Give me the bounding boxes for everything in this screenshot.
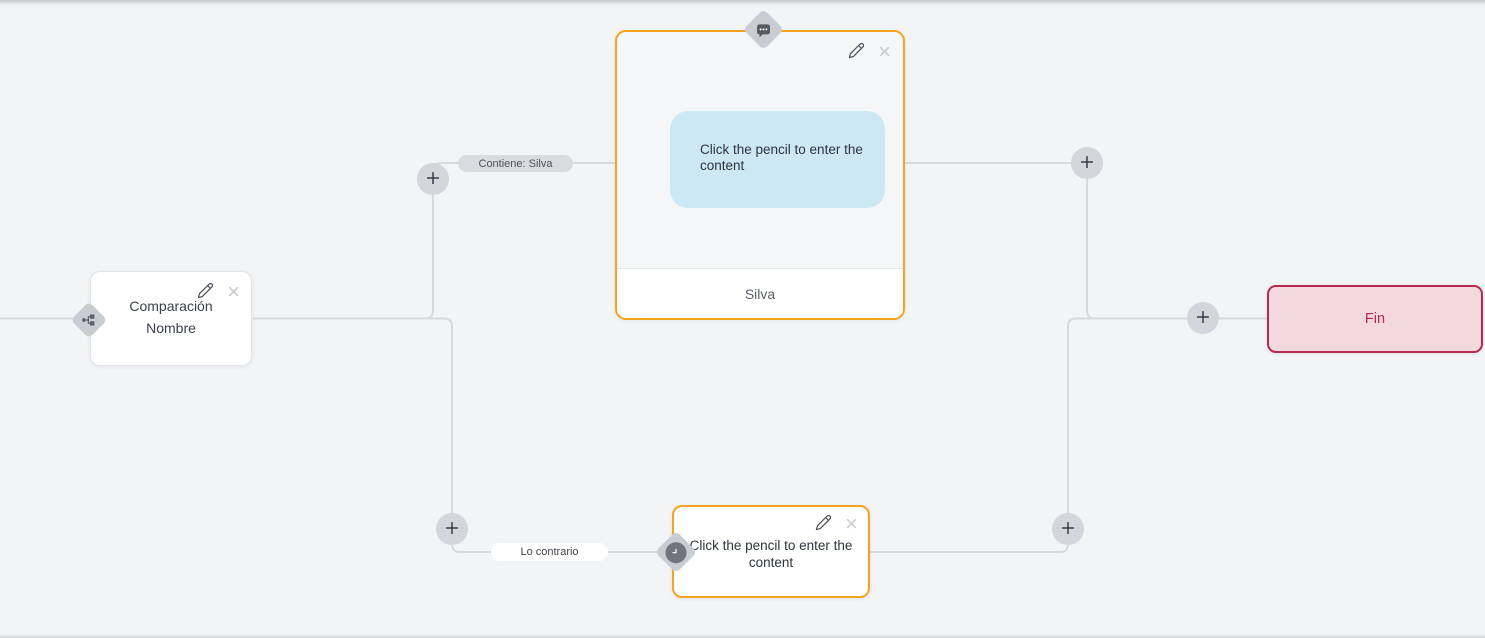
chat-bubble-icon bbox=[755, 21, 773, 39]
end-node[interactable]: Fin bbox=[1267, 285, 1483, 353]
close-icon: × bbox=[227, 279, 240, 304]
pencil-icon bbox=[815, 514, 832, 534]
edge-label-contiene-silva: Contiene: Silva bbox=[458, 155, 573, 172]
condition-type-badge bbox=[70, 301, 108, 339]
message-node-name: Silva bbox=[744, 285, 776, 302]
message-preview-bubble: Click the pencil to enter the content bbox=[670, 111, 885, 208]
condition-title-line2: Nombre bbox=[146, 320, 196, 336]
message-node-footer: Silva bbox=[617, 268, 903, 318]
add-node-button-after-wait[interactable] bbox=[1052, 513, 1084, 545]
edge-wait-out bbox=[869, 317, 1268, 553]
edge-label-lo-contrario: Lo contrario bbox=[491, 543, 608, 561]
clock-icon bbox=[665, 541, 687, 563]
add-node-button-after-message[interactable] bbox=[1071, 147, 1103, 179]
add-node-button-false-branch[interactable] bbox=[436, 513, 468, 545]
delete-message-button[interactable]: × bbox=[878, 39, 891, 64]
end-node-label: Fin bbox=[1364, 311, 1386, 327]
edge-condition-false bbox=[253, 317, 660, 553]
pencil-icon bbox=[197, 282, 214, 302]
edit-condition-button[interactable] bbox=[197, 282, 214, 302]
plus-icon bbox=[1058, 518, 1078, 541]
plus-icon bbox=[423, 168, 443, 191]
message-placeholder-text: Click the pencil to enter the content bbox=[700, 141, 863, 173]
delete-wait-button[interactable]: × bbox=[845, 511, 858, 536]
plus-icon bbox=[1077, 152, 1097, 175]
condition-node[interactable]: × Comparación Nombre bbox=[70, 271, 252, 366]
wait-placeholder-text: Click the pencil to enter the content bbox=[689, 538, 853, 570]
add-node-button-before-end[interactable] bbox=[1187, 302, 1219, 334]
delete-condition-button[interactable]: × bbox=[227, 279, 240, 304]
edit-wait-button[interactable] bbox=[815, 514, 832, 534]
add-node-button-true-branch[interactable] bbox=[417, 163, 449, 195]
message-node[interactable]: × Click the pencil to enter the content … bbox=[615, 8, 905, 320]
plus-icon bbox=[442, 518, 462, 541]
wait-node[interactable]: × Click the pencil to enter the content bbox=[654, 505, 870, 598]
edge-message-out bbox=[904, 162, 1268, 320]
close-icon: × bbox=[878, 39, 891, 64]
message-type-badge bbox=[742, 8, 785, 51]
plus-icon bbox=[1193, 307, 1213, 330]
wait-type-badge bbox=[654, 530, 698, 574]
condition-title-line1: Comparación bbox=[129, 298, 213, 314]
condition-title: Comparación Nombre bbox=[91, 298, 251, 336]
edit-message-button[interactable] bbox=[848, 42, 865, 62]
pencil-icon bbox=[848, 42, 865, 62]
branch-icon bbox=[81, 312, 97, 328]
close-icon: × bbox=[845, 511, 858, 536]
